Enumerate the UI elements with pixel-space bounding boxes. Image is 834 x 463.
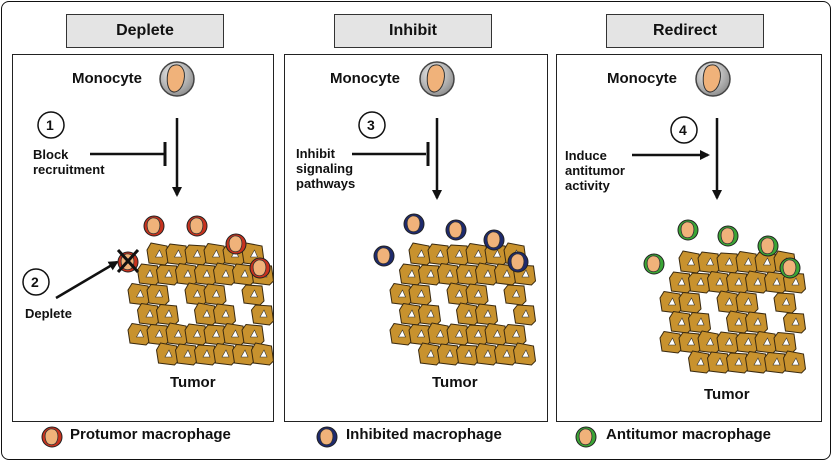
step-1-circle xyxy=(37,111,65,139)
legend-antitumor-icon xyxy=(575,426,597,448)
legend-antitumor-label: Antitumor macrophage xyxy=(606,426,772,443)
tumor-icon xyxy=(659,250,807,374)
inhibited-macrophage xyxy=(373,245,395,267)
deplete-arrow xyxy=(55,260,119,300)
tab-deplete-label: Deplete xyxy=(116,22,174,39)
step-4-circle xyxy=(670,116,698,144)
tab-inhibit: Inhibit xyxy=(334,14,492,48)
legend-protumor-icon xyxy=(41,426,63,448)
antitumor-macrophage xyxy=(779,257,801,279)
tab-inhibit-label: Inhibit xyxy=(389,22,437,39)
step-3-number: 3 xyxy=(367,117,375,133)
depleted-x-icon xyxy=(116,248,140,274)
step-4-number: 4 xyxy=(679,122,687,138)
induce-antitumor-label: Induce antitumor activity xyxy=(565,148,625,193)
antitumor-macrophage xyxy=(677,219,699,241)
monocyte-label: Monocyte xyxy=(72,70,143,87)
inhibited-macrophage xyxy=(445,219,467,241)
inhibited-macrophage xyxy=(403,213,425,235)
tab-redirect-label: Redirect xyxy=(652,22,718,39)
step-2-circle xyxy=(22,268,50,296)
legend-inhibited-label: Inhibited macrophage xyxy=(346,426,502,443)
monocyte-icon xyxy=(419,61,455,97)
legend-protumor-label: Protumor macrophage xyxy=(70,426,231,443)
tab-redirect: Redirect xyxy=(606,14,764,48)
inhibit-signaling-label: Inhibit signaling pathways xyxy=(296,146,356,191)
tumor-icon xyxy=(389,242,537,366)
inhibited-macrophage xyxy=(507,251,529,273)
step-2-number: 2 xyxy=(31,274,39,290)
protumor-macrophage xyxy=(225,233,247,255)
tumor-label: Tumor xyxy=(432,374,478,391)
step-3-circle xyxy=(358,111,386,139)
antitumor-macrophage xyxy=(717,225,739,247)
antitumor-macrophage xyxy=(643,253,665,275)
deplete-label: Deplete xyxy=(25,306,72,321)
monocyte-icon xyxy=(695,61,731,97)
panel-inhibit xyxy=(284,54,548,422)
tab-deplete: Deplete xyxy=(66,14,224,48)
step-1-number: 1 xyxy=(46,117,54,133)
tumor-icon xyxy=(127,242,275,366)
protumor-macrophage xyxy=(143,215,165,237)
tumor-label: Tumor xyxy=(704,386,750,403)
panel-deplete xyxy=(12,54,274,422)
inhibited-macrophage xyxy=(483,229,505,251)
monocyte-label: Monocyte xyxy=(330,70,401,87)
monocyte-icon xyxy=(159,61,195,97)
antitumor-macrophage xyxy=(757,235,779,257)
protumor-macrophage xyxy=(186,215,208,237)
block-recruitment-label: Block recruitment xyxy=(33,147,105,177)
legend-inhibited-icon xyxy=(316,426,338,448)
panel-redirect xyxy=(556,54,822,422)
monocyte-label: Monocyte xyxy=(607,70,678,87)
tumor-label: Tumor xyxy=(170,374,216,391)
protumor-macrophage xyxy=(249,257,271,279)
